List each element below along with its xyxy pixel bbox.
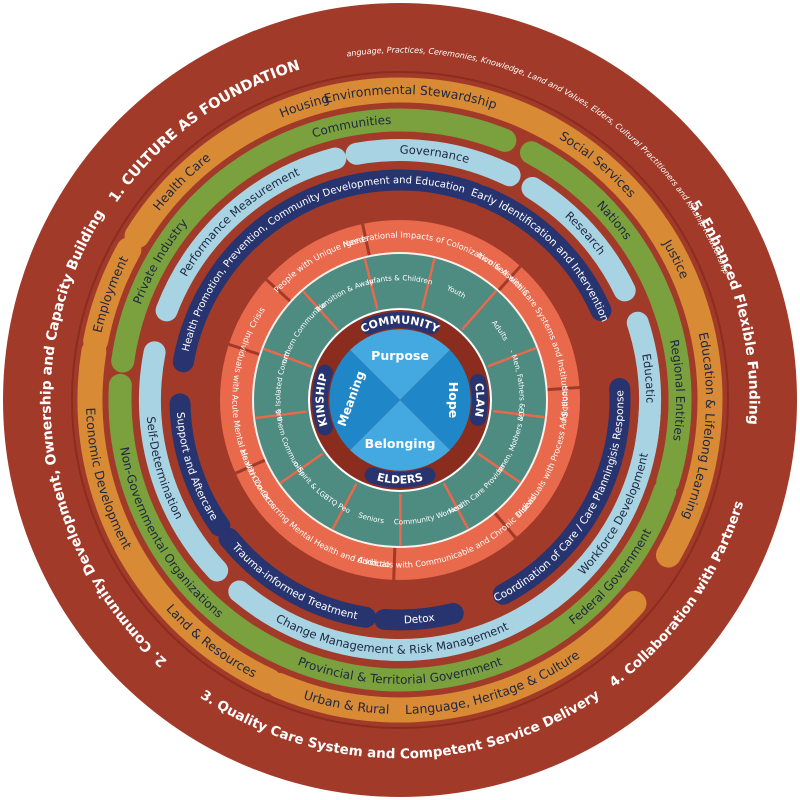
core-capsule-0 — [360, 312, 440, 335]
teal-divider-5 — [476, 452, 522, 484]
capsules-orange-ring — [77, 77, 723, 723]
navy-capsule-5 — [218, 527, 377, 628]
orange-capsule-10 — [223, 78, 391, 150]
lightblue-capsule-6 — [155, 147, 347, 322]
green-capsule-2 — [649, 288, 692, 494]
navy-capsule-4 — [374, 602, 464, 631]
navy-capsule-3 — [492, 457, 620, 605]
teal-divider-9 — [279, 452, 324, 485]
orange-capsule-3 — [655, 281, 723, 568]
lightblue-capsule-3 — [539, 402, 661, 611]
lightblue-capsule-4 — [228, 580, 558, 661]
center-hope: Hope — [446, 382, 461, 418]
core-clan: CLAN — [472, 382, 487, 418]
navy-item-4: Detox — [404, 612, 436, 627]
teal-divider-4 — [493, 409, 546, 419]
coral-divider-0 — [361, 223, 371, 256]
center-quadrant-bottom — [350, 400, 450, 471]
core-capsule-1 — [469, 374, 488, 426]
orange-capsule-9 — [124, 124, 249, 249]
orange-capsule-6 — [146, 582, 282, 694]
teal-divider-12 — [301, 290, 339, 331]
green-capsule-5 — [108, 373, 285, 661]
green-capsule-0 — [201, 108, 517, 204]
teal-divider-10 — [254, 410, 307, 420]
core-elders: ELDERS — [376, 470, 425, 486]
teal-divider-0 — [363, 258, 379, 310]
teal-divider-11 — [262, 347, 313, 369]
center-quadrant-left — [329, 350, 400, 450]
outer-ring-edge — [71, 71, 729, 729]
green-capsule-6 — [111, 167, 240, 373]
core-elders-path: ELDERS — [376, 470, 425, 486]
teal-divider-1 — [421, 257, 436, 309]
coral-divider-6 — [228, 342, 260, 356]
teal-item-0-path: Infants & Children — [366, 273, 434, 286]
orange-capsule-1 — [518, 106, 667, 235]
lightblue-capsule-5 — [139, 341, 229, 582]
lightblue-capsule-0 — [345, 139, 521, 187]
orange-capsule-5 — [266, 672, 429, 723]
center-quadrant-top — [350, 329, 450, 400]
core-capsule-3 — [312, 364, 333, 436]
core-clan-path: CLAN — [472, 382, 487, 418]
navy-capsule-6 — [169, 393, 231, 537]
green-capsule-1 — [519, 141, 678, 325]
center-purpose: Purpose — [371, 348, 429, 363]
coral-divider-4 — [392, 547, 397, 580]
teal-item-0: Infants & Children — [366, 273, 434, 286]
navy-capsule-0 — [172, 169, 486, 373]
coral-divider-3 — [493, 512, 517, 539]
orange-capsule-8 — [83, 237, 142, 354]
teal-divider-8 — [331, 482, 358, 531]
navy-item-4-path: Detox — [404, 612, 436, 627]
lightblue-capsule-1 — [521, 176, 636, 302]
teal-divider-6 — [442, 482, 470, 530]
green-capsule-4 — [240, 625, 560, 692]
teal-divider-3 — [487, 346, 537, 368]
core-capsule-2 — [364, 467, 436, 488]
coral-divider-1 — [497, 265, 522, 292]
teal-divider-2 — [461, 289, 498, 331]
coral-divider-5 — [234, 458, 266, 475]
orange-capsule-7 — [77, 339, 172, 608]
coral-divider-2 — [547, 385, 580, 392]
center-quadrants — [329, 329, 471, 471]
navy-capsule-1 — [471, 185, 612, 322]
center-belonging: Belonging — [365, 436, 436, 451]
coral-divider-7 — [265, 278, 292, 303]
center-quadrant-right — [400, 350, 471, 450]
